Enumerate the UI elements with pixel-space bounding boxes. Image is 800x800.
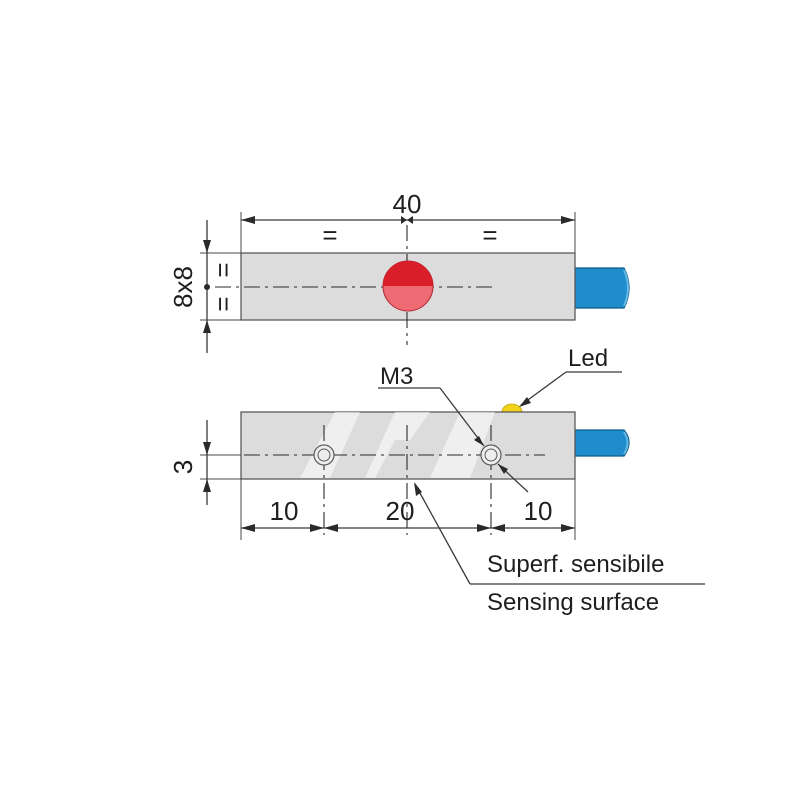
sensing-surface-leader — [414, 483, 471, 585]
callout-thread: M3 — [380, 363, 413, 390]
dim-hole-to-edge-right: 10 — [524, 496, 553, 526]
dim-overall-length: 40 — [393, 189, 422, 219]
dim-hole-spacing: 20 — [386, 496, 415, 526]
dim-equal-left: = — [322, 220, 337, 250]
dim-equal-lower: = — [208, 296, 238, 311]
top-cable — [574, 267, 630, 309]
dim-edge-to-hole-left: 10 — [270, 496, 299, 526]
watermark-logo — [300, 412, 495, 478]
callout-led: Led — [568, 345, 608, 372]
sensing-face-circle — [382, 260, 434, 312]
dim-hole-offset: 3 — [168, 460, 198, 474]
top-view: 40 = = 8x8 = = — [168, 189, 630, 353]
led-indicator — [501, 403, 523, 413]
callout-sensing-surface-it: Superf. sensibile — [487, 551, 664, 578]
dim-equal-right: = — [482, 220, 497, 250]
dim-section-size: 8x8 — [168, 266, 198, 308]
dim-equal-upper: = — [208, 262, 238, 277]
side-cable — [574, 429, 630, 457]
callout-sensing-surface-en: Sensing surface — [487, 589, 659, 616]
side-view: 3 10 20 10 M3 Led Superf. sensibile Sens… — [168, 345, 705, 616]
thread-leader — [439, 387, 485, 447]
mounting-hole-left — [313, 444, 335, 466]
mounting-hole-right — [480, 444, 502, 466]
